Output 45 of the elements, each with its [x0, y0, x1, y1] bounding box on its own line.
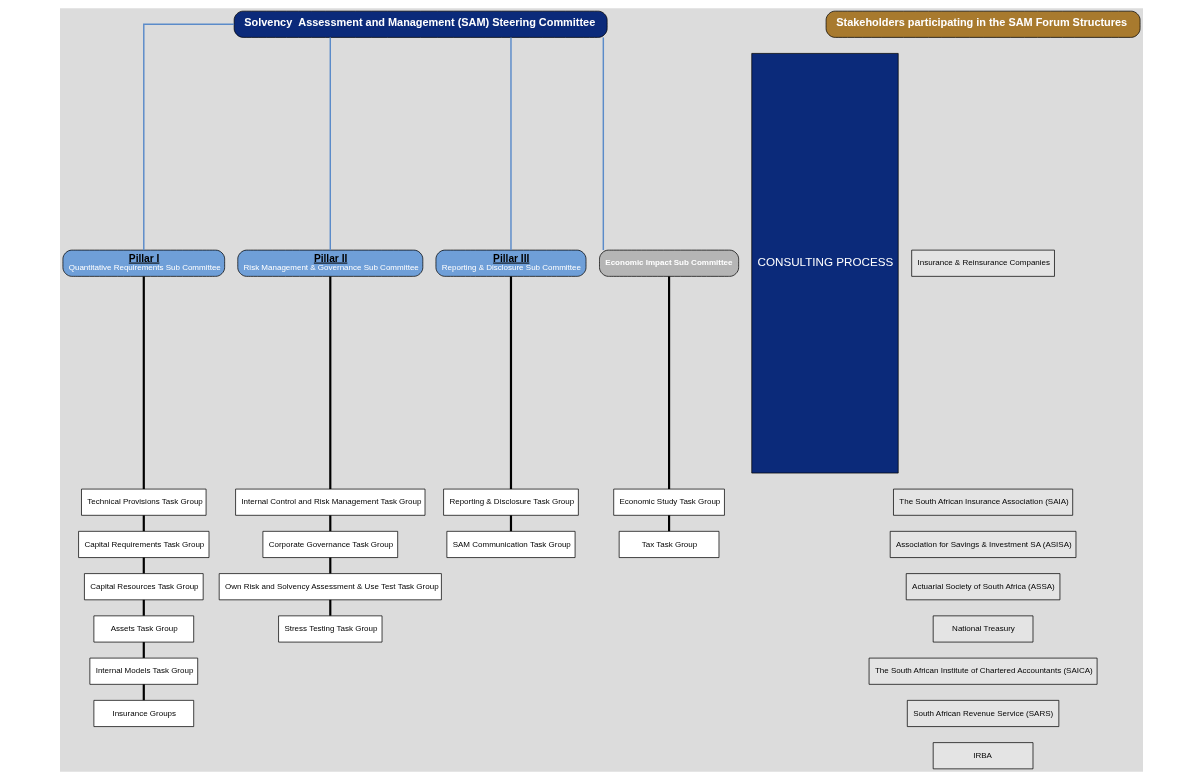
connector — [143, 23, 235, 251]
node-box: Internal Control and Risk Management Task Group — [235, 488, 426, 516]
node-box: Internal Models Task Group — [89, 657, 199, 685]
node-box: The South African Insurance Association (SAIA) — [893, 488, 1074, 516]
node-box: IRBA — [932, 742, 1034, 770]
node-box: The South African Institute of Chartered Accountants (SAICA) — [868, 657, 1098, 685]
node-box: Insurance & Reinsurance Companies — [911, 249, 1055, 277]
node-box: Capital Resources Task Group — [84, 573, 204, 601]
node-box: Stress Testing Task Group — [278, 615, 383, 643]
node-box: Own Risk and Solvency Assessment & Use Test Task Group — [218, 573, 442, 601]
node-box: Solvency Assessment and Management (SAM) Steering Committee — [233, 10, 608, 38]
node-box: Capital Requirements Task Group — [78, 530, 210, 558]
node-box: Economic Impact Sub Committee — [599, 249, 739, 277]
connector — [602, 36, 605, 251]
node-box: Corporate Governance Task Group — [262, 530, 399, 558]
connector — [142, 515, 145, 532]
node-box: Pillar I Quantitative Requirements Sub Committee — [62, 249, 225, 277]
node-box: Stakeholders participating in the SAM Forum Structures — [825, 10, 1141, 38]
node-box: South African Revenue Service (SARS) — [906, 700, 1060, 727]
node-box: Actuarial Society of South Africa (ASSA) — [905, 573, 1061, 601]
node-box: Association for Savings & Investment SA (ASISA) — [889, 530, 1077, 558]
node-box: Economic Study Task Group — [613, 488, 725, 516]
node-box: National Treasury — [932, 615, 1034, 643]
connector — [510, 36, 512, 251]
connector — [142, 599, 145, 616]
node-box: SAM Communication Task Group — [446, 530, 576, 558]
connector — [667, 515, 671, 532]
connector — [142, 276, 145, 490]
connector — [142, 642, 145, 658]
node-box: Pillar III Reporting & Disclosure Sub Committee — [435, 249, 587, 277]
node-box: Reporting & Disclosure Task Group — [443, 488, 579, 516]
connector — [329, 599, 332, 616]
connector — [142, 684, 145, 701]
node-box: Tax Task Group — [618, 530, 720, 558]
connector — [329, 276, 332, 490]
node-box: Assets Task Group — [93, 615, 195, 643]
node-box: CONSULTING PROCESS — [751, 53, 899, 474]
connector — [329, 515, 332, 532]
node-box: Technical Provisions Task Group — [81, 488, 207, 516]
node-box: Insurance Groups — [93, 700, 195, 727]
node-box: Pillar II Risk Management & Governance Sub Committee — [237, 249, 424, 277]
connector — [509, 515, 513, 532]
connector — [509, 276, 513, 490]
connector — [329, 36, 332, 251]
connector — [667, 276, 671, 490]
